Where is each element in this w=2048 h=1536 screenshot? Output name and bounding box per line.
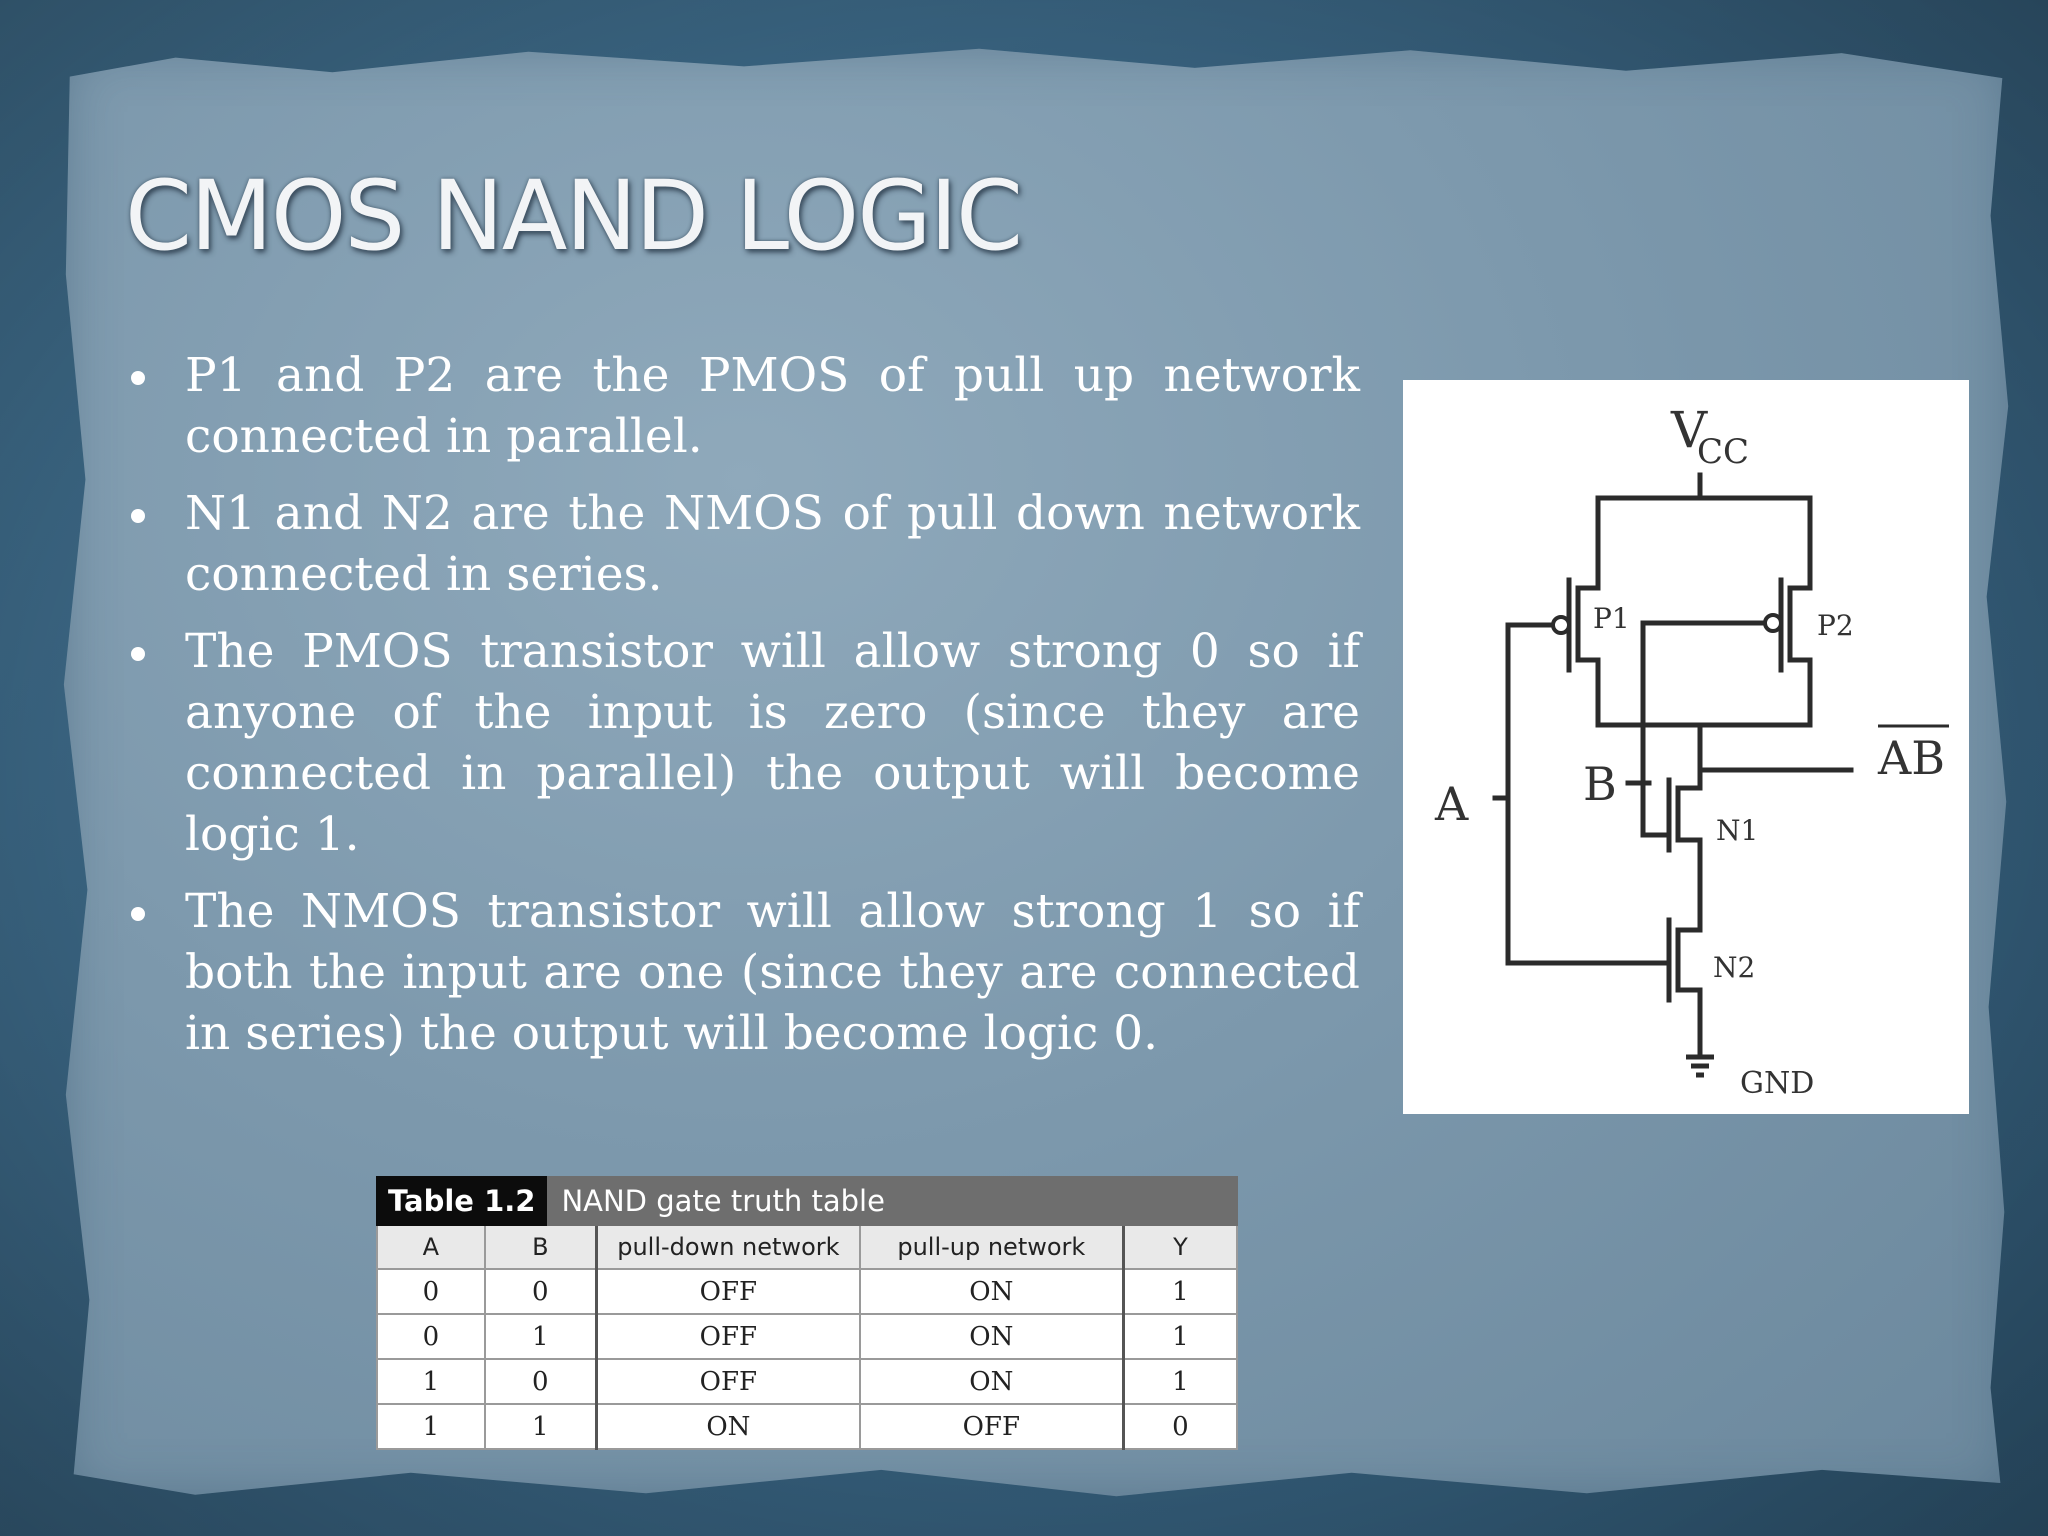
bullet-dot-icon: [131, 371, 145, 385]
truth-table-grid: A B pull-down network pull-up network Y …: [376, 1226, 1238, 1450]
bullet-text: The PMOS transistor will allow strong 0 …: [185, 624, 1360, 862]
ground-icon: [1686, 1054, 1714, 1078]
header-a: A: [376, 1226, 486, 1270]
input-a-label: A: [1434, 777, 1469, 831]
header-y: Y: [1121, 1226, 1238, 1270]
table-cell: 1: [376, 1359, 486, 1405]
bullet-dot-icon: [131, 907, 145, 921]
bullet-text: The NMOS transistor will allow strong 1 …: [185, 884, 1360, 1061]
table-cell: 1: [1121, 1359, 1238, 1405]
table-cell: 1: [483, 1314, 598, 1360]
table-cell: 1: [483, 1404, 598, 1450]
table-header-row: A B pull-down network pull-up network Y: [376, 1226, 1238, 1270]
output-label: AB: [1877, 731, 1945, 785]
table-cell: OFF: [858, 1404, 1125, 1450]
input-b-label: B: [1583, 757, 1617, 811]
nand-circuit-diagram: V CC P1 P2 N1 N2 A B AB GND: [1403, 380, 1969, 1114]
input-b-to-p2-wire: [1640, 620, 1768, 786]
slide-title: CMOS NAND LOGIC: [125, 160, 1023, 272]
table-row: 1 1 ON OFF 0: [376, 1404, 1238, 1450]
bullet-item: N1 and N2 are the NMOS of pull down netw…: [125, 483, 1360, 605]
table-row: 0 1 OFF ON 1: [376, 1314, 1238, 1360]
bullet-text: N1 and N2 are the NMOS of pull down netw…: [185, 486, 1360, 602]
table-title: NAND gate truth table: [561, 1184, 885, 1218]
table-cell: ON: [858, 1314, 1125, 1360]
table-cell: ON: [594, 1404, 861, 1450]
table-row: 0 0 OFF ON 1: [376, 1269, 1238, 1315]
truth-table: Table 1.2 NAND gate truth table A B pull…: [376, 1176, 1238, 1450]
table-row: 1 0 OFF ON 1: [376, 1359, 1238, 1405]
table-cell: 0: [376, 1314, 486, 1360]
bullet-dot-icon: [131, 647, 145, 661]
header-pull-down: pull-down network: [594, 1226, 861, 1270]
table-cell: 1: [1121, 1269, 1238, 1315]
n2-label: N2: [1713, 951, 1755, 984]
bullet-item: P1 and P2 are the PMOS of pull up networ…: [125, 345, 1360, 467]
bullet-text: P1 and P2 are the PMOS of pull up networ…: [185, 348, 1360, 464]
bullet-item: The PMOS transistor will allow strong 0 …: [125, 621, 1360, 865]
p1-label: P1: [1593, 602, 1630, 635]
table-cell: ON: [858, 1359, 1125, 1405]
table-cell: 0: [483, 1269, 598, 1315]
table-cell: OFF: [594, 1269, 861, 1315]
table-cell: 0: [1121, 1404, 1238, 1450]
truth-table-caption: Table 1.2 NAND gate truth table: [376, 1176, 1238, 1226]
p2-label: P2: [1817, 609, 1854, 642]
table-number-label: Table 1.2: [376, 1176, 548, 1226]
table-cell: 1: [376, 1404, 486, 1450]
bullet-item: The NMOS transistor will allow strong 1 …: [125, 881, 1360, 1064]
p1-bubble-icon: [1551, 615, 1571, 635]
circuit-wires: [1492, 472, 1854, 1058]
header-b: B: [483, 1226, 598, 1270]
vcc-subscript: CC: [1697, 432, 1749, 472]
n2-channel-wire: [1675, 892, 1703, 1043]
table-cell: OFF: [594, 1314, 861, 1360]
table-cell: OFF: [594, 1359, 861, 1405]
p2-channel-wire: [1787, 495, 1813, 728]
n1-label: N1: [1716, 814, 1758, 847]
table-cell: 0: [483, 1359, 598, 1405]
gnd-label: GND: [1740, 1066, 1814, 1101]
vcc-label: V: [1670, 401, 1708, 459]
header-pull-up: pull-up network: [858, 1226, 1125, 1270]
input-b-to-n1-wire: [1640, 620, 1672, 838]
p2-bubble-icon: [1763, 613, 1783, 633]
table-cell: 1: [1121, 1314, 1238, 1360]
table-cell: ON: [858, 1269, 1125, 1315]
table-cell: 0: [376, 1269, 486, 1315]
n1-channel-wire: [1675, 732, 1703, 898]
input-a-to-n2-wire: [1505, 795, 1672, 966]
circuit-svg: V CC P1 P2 N1 N2 A B AB GND: [1434, 401, 1949, 1101]
bullet-list: P1 and P2 are the PMOS of pull up networ…: [125, 345, 1360, 1080]
p1-channel-wire: [1575, 495, 1601, 728]
input-a-to-p1-wire: [1505, 622, 1556, 801]
bullet-dot-icon: [131, 509, 145, 523]
